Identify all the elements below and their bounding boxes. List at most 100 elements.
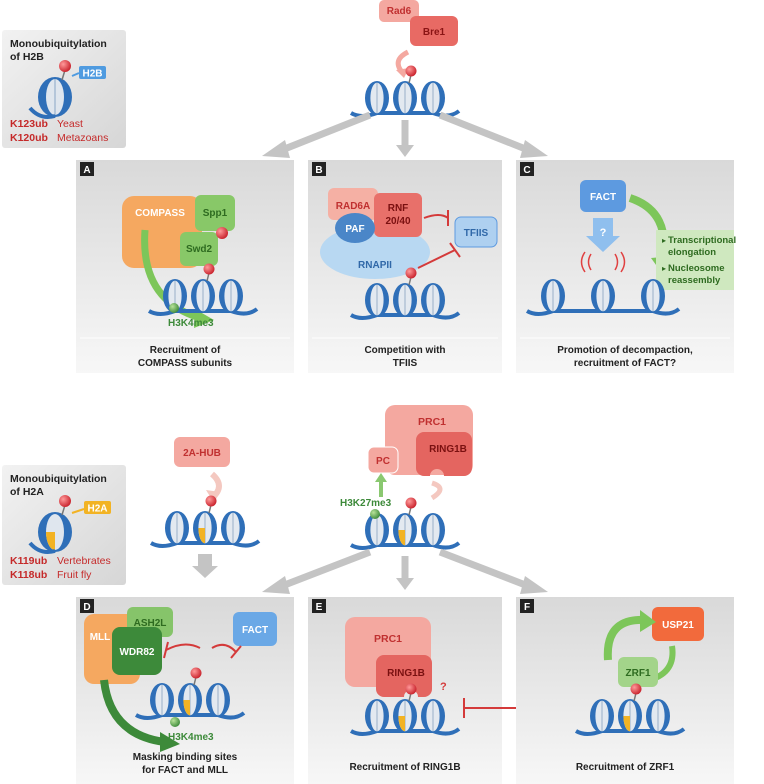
svg-text:F: F [524,602,530,613]
h2b-legend: Monoubiquitylation of H2B H2B K123ub Yea… [2,30,126,148]
svg-text:RING1B: RING1B [429,444,467,455]
ubiquitin-icon [216,227,228,239]
panel-d-caption-1: Masking binding sites [133,752,238,763]
svg-text:D: D [83,602,90,613]
2a-hub-box [174,437,230,467]
branch-arrow-c [438,111,530,154]
legend-organism-2: Metazoans [57,132,108,144]
legend-nucleosome-h2b: H2B [28,60,106,119]
svg-text:PRC1: PRC1 [418,416,446,428]
svg-text:Rad6: Rad6 [387,6,412,17]
inhibit-line-mll [165,643,201,651]
pc-box [367,446,399,474]
panel-f-letter-box [520,599,534,613]
h2a-legend-title-1: Monoubiquitylation [10,473,107,485]
recruit-arrow [141,229,202,322]
panel-e-nucleosomes [349,683,461,736]
svg-text:RNF: RNF [388,203,409,214]
nucleosome [421,81,445,115]
panel-b: B RNAPII RAD6A RNF 20/40 PAF TFIIS Compe… [308,160,502,373]
panel-f-nucleosomes [574,683,686,736]
tfiis-box [454,216,498,248]
svg-text:FACT: FACT [242,625,268,636]
svg-text:MLL: MLL [90,632,111,643]
legend-site-3: K119ub [10,555,47,567]
svg-text:H3K4me3: H3K4me3 [168,732,214,743]
ubiquitin-icon [405,267,417,279]
svg-text:FACT: FACT [590,192,616,203]
h2a-legend-title-2: of H2A [10,486,44,498]
branch-arrow-a [280,111,372,154]
svg-text:ASH2L: ASH2L [134,618,167,629]
svg-text:PRC1: PRC1 [374,633,402,645]
panel-b-caption-1: Competition with [364,345,445,356]
panel-a-letter-box [80,162,94,176]
svg-text:E: E [316,602,323,613]
outcome-2-line-1: Nucleosome [668,263,725,274]
legend-organism-4: Fruit fly [57,569,92,581]
prc1-complex: PRC1 RING1B PC H3K27me3 [340,405,473,509]
svg-text:2A-HUB: 2A-HUB [183,448,221,459]
h3k27me3-label: H3K27me3 [340,498,392,509]
panel-a-caption-1: Recruitment of [150,345,221,356]
svg-text:PC: PC [376,456,390,467]
svg-text:H3K4me3: H3K4me3 [168,318,214,329]
vibration-marks [580,251,626,273]
nucleosome [421,513,445,547]
inhibit-line-2 [417,249,456,269]
spp1-box [195,195,235,231]
nucleosome [393,65,417,115]
ubiquitin-icon [59,60,71,72]
nucleosome [421,699,445,733]
nucleosome [618,683,642,733]
panel-e-letter-box [312,599,326,613]
down-arrow-hub [192,554,218,578]
svg-text:USP21: USP21 [662,620,694,631]
nucleosome [221,511,245,545]
svg-text:H2A: H2A [87,504,107,515]
legend-organism-3: Vertebrates [57,555,111,567]
fact-box-d [233,612,277,646]
svg-text:20/40: 20/40 [385,216,410,227]
outcome-2-line-2: reassembly [668,275,721,286]
rad6a-box [328,188,378,220]
svg-text:?: ? [440,681,447,693]
h2a-segment [623,716,630,732]
recruit-arrow-d [100,679,166,746]
top-nucleosome-array [349,65,461,118]
nucleosome [365,81,389,115]
h2a-tag [84,501,111,514]
panel-d: D MLL ASH2L WDR82 FACT H3K4me3 Masking b… [76,597,294,784]
panel-a: A COMPASS Spp1 Swd2 H3K4me3 Recruitment … [76,160,294,373]
bottom-branch-arrows [280,548,530,590]
nucleosome [193,495,217,545]
h2a-segment [398,716,405,732]
panel-a-caption-2: COMPASS subunits [138,358,233,369]
panel-c: C FACT ? Transcriptional ▸ elongation Nu… [516,160,736,373]
fact-box [580,180,626,212]
nucleosome [421,283,445,317]
h2b-legend-title-2: of H2B [10,51,44,63]
svg-text:PAF: PAF [345,224,364,235]
panel-c-nucleosomes [525,279,681,316]
ubiquitin-icon [190,667,202,679]
svg-text:RAD6A: RAD6A [336,201,370,212]
nucleosome [178,667,202,717]
outcome-1-line-2: elongation [668,247,716,258]
svg-text:H2B: H2B [82,69,102,80]
h2b-tag [79,66,106,79]
outcome-box [656,230,734,290]
svg-text:▸: ▸ [662,236,666,245]
svg-text:WDR82: WDR82 [119,647,154,658]
wdr82-box [112,627,162,675]
svg-text:Spp1: Spp1 [203,208,228,219]
nucleosome [646,699,670,733]
panel-d-letter-box [80,599,94,613]
methyl-icon [170,717,180,727]
panel-e-caption: Recruitment of RING1B [349,762,460,773]
bre1-box [410,16,458,46]
swd2-box [180,232,218,266]
h2a-legend: Monoubiquitylation of H2A H2A K119ub Ver… [2,465,126,585]
